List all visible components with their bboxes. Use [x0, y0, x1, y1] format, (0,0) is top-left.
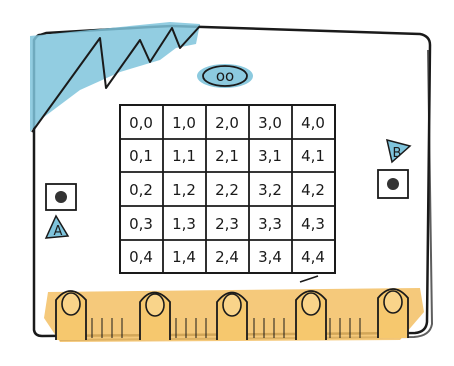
led-cell: 4,2 — [301, 181, 325, 199]
button-b-label: B — [393, 146, 402, 161]
led-cell: 2,4 — [215, 248, 239, 266]
led-cell: 1,0 — [172, 114, 196, 132]
led-cell: 0,0 — [129, 114, 153, 132]
pointer-mark — [300, 276, 318, 282]
led-cell: 3,1 — [258, 147, 282, 165]
led-cell: 4,3 — [301, 215, 325, 233]
led-cell: 2,3 — [215, 215, 239, 233]
led-cell: 0,4 — [129, 248, 153, 266]
led-cell: 0,1 — [129, 147, 153, 165]
led-cell: 1,1 — [172, 147, 196, 165]
button-b[interactable]: B — [378, 140, 410, 198]
pad-0[interactable] — [56, 291, 86, 340]
pad-2[interactable] — [217, 293, 247, 341]
logo: oo — [197, 64, 253, 88]
led-cell: 3,2 — [258, 181, 282, 199]
button-a-label: A — [54, 224, 63, 239]
led-cell: 0,2 — [129, 181, 153, 199]
led-cell: 1,3 — [172, 215, 196, 233]
pad-gnd[interactable] — [378, 289, 408, 338]
pad-1[interactable] — [140, 293, 170, 341]
led-cell: 1,2 — [172, 181, 196, 199]
led-cell: 2,0 — [215, 114, 239, 132]
led-cell: 4,0 — [301, 114, 325, 132]
led-grid: 0,0 1,0 2,0 3,0 4,0 0,1 1,1 2,1 3,1 4,1 0,2 1,2 2,2 3… — [120, 105, 335, 273]
led-cell: 4,4 — [301, 248, 325, 266]
logo-text: oo — [216, 67, 234, 85]
led-cell: 0,3 — [129, 215, 153, 233]
led-cell: 3,0 — [258, 114, 282, 132]
led-cell: 3,4 — [258, 248, 282, 266]
led-cell: 1,4 — [172, 248, 196, 266]
led-cell: 3,3 — [258, 215, 282, 233]
pad-3v[interactable] — [296, 291, 326, 340]
button-a[interactable]: A — [46, 184, 76, 239]
led-cell: 4,1 — [301, 147, 325, 165]
led-cell: 2,2 — [215, 181, 239, 199]
led-cell: 2,1 — [215, 147, 239, 165]
